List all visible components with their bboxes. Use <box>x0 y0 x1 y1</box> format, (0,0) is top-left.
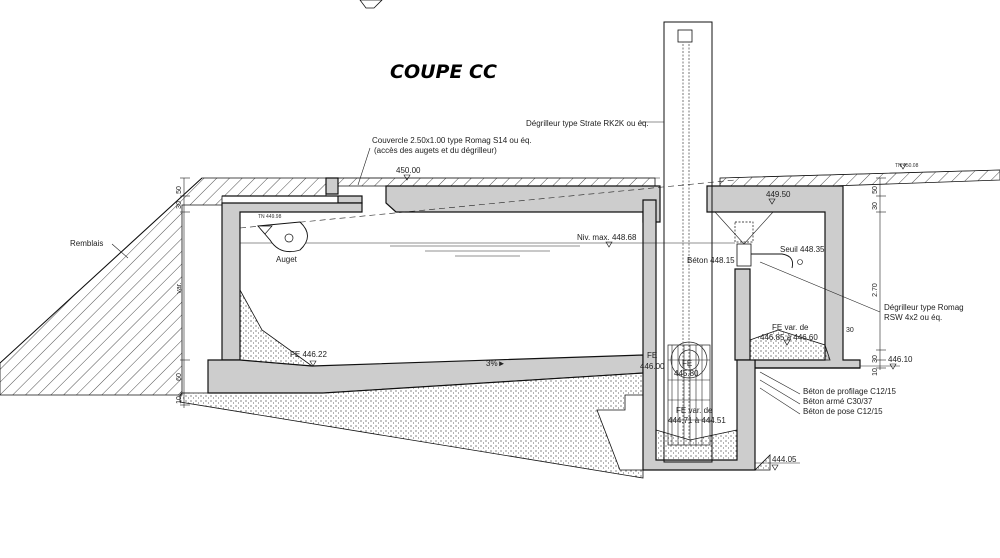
dimensions-left <box>180 177 190 408</box>
top-slab <box>325 177 660 187</box>
dim-right-30: 30 <box>872 202 879 210</box>
label-fe-left-2: 446.00 <box>640 362 665 371</box>
label-tn-left: TN 449.98 <box>258 214 282 220</box>
dim-right-50: 50 <box>872 186 879 194</box>
label-fe-var-bottom-1: FE var. de <box>676 406 713 415</box>
dim-right-30-side: 30 <box>846 327 854 334</box>
label-elev-449-50: 449.50 <box>766 190 791 199</box>
label-remblais: Remblais <box>70 239 103 248</box>
level-markers <box>309 163 907 471</box>
dimensions-right <box>755 177 886 464</box>
label-elev-450: 450.00 <box>396 166 421 175</box>
label-fe-var-bottom-2: 444.71 à 444.51 <box>668 416 726 425</box>
top-mark <box>359 0 383 9</box>
label-beton-pose: Béton de pose C12/15 <box>803 407 883 416</box>
label-elev-446-10: 446.10 <box>888 355 913 364</box>
label-fe-center-2: 445.80 <box>674 369 699 378</box>
label-fe-var-1: FE var. de <box>772 323 809 332</box>
dim-right-10: 10 <box>872 368 879 376</box>
section-title: COUPE CC <box>390 61 497 83</box>
dim-right-270: 2.70 <box>872 283 879 297</box>
label-auget: Auget <box>276 255 298 264</box>
label-beton-arme: Béton armé C30/37 <box>803 397 873 406</box>
dim-left-var: var. <box>176 282 183 293</box>
label-slope: 3%► <box>486 359 505 368</box>
label-degrilleur-romag-1: Dégrilleur type Romag <box>884 303 964 312</box>
label-couvercle-2: (accès des augets et du dégrilleur) <box>374 146 497 155</box>
label-fe-446-22: FE 446.22 <box>290 350 327 359</box>
label-fe-left-1: FE <box>647 351 657 360</box>
degrilleur-romag-device <box>714 211 803 269</box>
label-degrilleur-romag-2: RSW 4x2 ou éq. <box>884 313 942 322</box>
label-degrilleur-strate: Dégrilleur type Strate RK2K ou éq. <box>526 119 649 128</box>
degrilleur-tower <box>663 21 713 463</box>
dim-right-30b: 30 <box>872 355 879 363</box>
label-elev-444-05: 444.05 <box>772 455 797 464</box>
label-beton-profilage: Béton de profilage C12/15 <box>803 387 897 396</box>
label-fe-center-1: FE <box>682 359 692 368</box>
concrete-structure <box>207 177 861 471</box>
label-couvercle-1: Couvercle 2.50x1.00 type Romag S14 ou éq… <box>372 136 532 145</box>
dim-left-10: 10 <box>176 396 183 404</box>
dim-left-50: 50 <box>176 186 183 194</box>
label-beton-level: Béton 448.15 <box>687 256 735 265</box>
dim-left-30: 30 <box>176 201 183 209</box>
water-level <box>239 179 736 257</box>
auget <box>257 221 308 253</box>
label-tn-right: TN 450.08 <box>895 163 919 169</box>
leader-lines <box>111 121 900 415</box>
label-seuil: Seuil 448.35 <box>780 245 825 254</box>
label-fe-var-2: 446.85 à 446.60 <box>760 333 818 342</box>
label-niv-max: Niv. max. 448.68 <box>577 233 637 242</box>
dim-left-60: 60 <box>176 373 183 381</box>
